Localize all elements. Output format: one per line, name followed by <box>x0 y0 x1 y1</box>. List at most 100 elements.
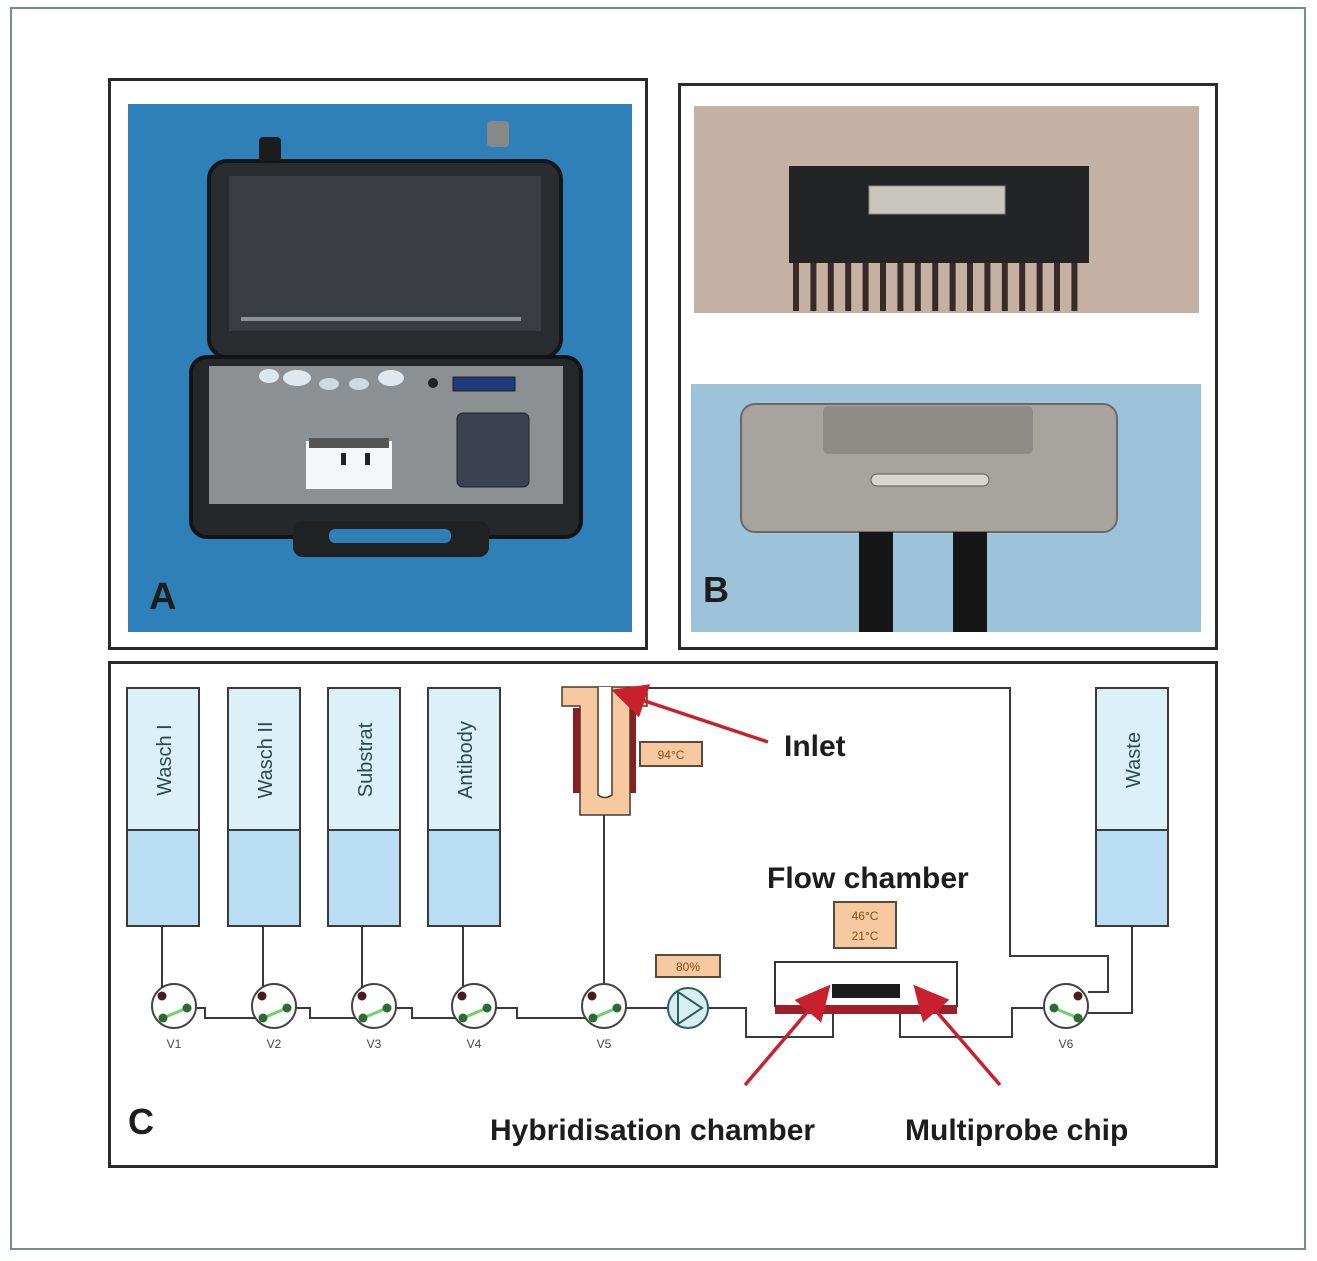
valve-label: V5 <box>597 1037 612 1051</box>
inlet-channel <box>597 687 613 799</box>
chip-pin <box>793 263 799 311</box>
chip-pin <box>827 263 834 311</box>
valve-label: V2 <box>267 1037 282 1051</box>
tubing-left <box>859 532 893 632</box>
tube-waste <box>1088 926 1133 1014</box>
panel-a-photo: A <box>128 104 632 632</box>
chip-pin <box>845 263 852 311</box>
clamp-screw <box>365 453 370 465</box>
chip-pin <box>897 263 904 311</box>
valve-label: V1 <box>167 1037 182 1051</box>
flow-chamber: 46°C 21°C <box>774 901 958 1014</box>
panel-b-photo: B <box>691 106 1201 632</box>
chip-pin <box>862 263 869 311</box>
chamber-temp-readout <box>833 901 897 949</box>
chip-arrow <box>913 984 1002 1087</box>
chamber-base <box>775 1005 957 1014</box>
tank-headspace <box>1095 687 1169 831</box>
flow-chamber-label: Flow chamber <box>767 862 969 895</box>
pump-arrow-icon <box>677 990 704 1026</box>
chip-pin <box>1071 263 1078 311</box>
panel-b: B <box>678 83 1218 650</box>
inlet-label: Inlet <box>784 730 846 763</box>
valve-port-closed <box>457 991 467 1001</box>
tank-liquid <box>227 829 301 927</box>
valve-port-open <box>1073 1013 1083 1023</box>
valve-v5: V5 <box>581 983 627 1051</box>
tank-label: Antibody <box>455 721 477 799</box>
inlet-temp-readout <box>639 741 703 767</box>
valve-port-open <box>258 1013 268 1023</box>
chip-pin <box>932 263 939 311</box>
tank-wasch-i: Wasch I <box>126 687 200 927</box>
panel-c-label: C <box>128 1101 154 1142</box>
valve-port-closed <box>357 991 367 1001</box>
tube-return <box>603 687 1109 993</box>
tank-label: Substrat <box>355 722 377 797</box>
multiprobe-chip-label: Multiprobe chip <box>905 1114 1128 1147</box>
hybridisation-chamber-label: Hybridisation chamber <box>490 1114 815 1147</box>
valve-v6: V6 <box>1043 983 1089 1051</box>
valve-label: V4 <box>467 1037 482 1051</box>
tank-label: Wasch II <box>255 721 277 798</box>
chamber-temp-2: 21°C <box>852 929 879 943</box>
chip-pin <box>967 263 973 311</box>
chip-slot-clamp <box>309 438 389 448</box>
lcd-display <box>452 376 516 392</box>
valve-v3: V3 <box>351 983 397 1051</box>
chamber-temp-1: 46°C <box>852 909 879 923</box>
valve-port-open <box>182 1003 192 1013</box>
pump-setting-value: 80% <box>676 960 700 974</box>
valve-v2: V2 <box>251 983 297 1051</box>
vial <box>283 370 311 386</box>
hinge-left <box>259 137 281 161</box>
valve-v1: V1 <box>151 983 197 1051</box>
tank-liquid <box>327 829 401 927</box>
hybridisation-arrow <box>743 984 831 1087</box>
chip-slot <box>306 441 392 489</box>
tank-headspace <box>227 687 301 831</box>
clamp-screw <box>341 453 346 465</box>
tubing <box>161 687 1133 1038</box>
lid-inner <box>229 176 541 331</box>
valve-port-open <box>1049 1003 1059 1013</box>
valve-label: V3 <box>367 1037 382 1051</box>
chip-pin <box>949 263 956 311</box>
valve-port-closed <box>257 991 267 1001</box>
valve-port-open <box>458 1013 468 1023</box>
heater-right <box>626 708 636 793</box>
valve-port-open <box>612 1003 622 1013</box>
inlet-arrow <box>611 684 769 744</box>
valve-port-closed <box>157 991 167 1001</box>
callout-arrows <box>611 684 1002 1087</box>
vial <box>259 369 279 383</box>
valves: V1 V2 V3 V4 V5 V6 <box>151 983 1089 1051</box>
valve-port-closed <box>1073 991 1083 1001</box>
valve-label: V6 <box>1059 1037 1074 1051</box>
tank-wasch-ii: Wasch II <box>227 687 301 927</box>
tank-waste: Waste <box>1095 687 1169 927</box>
tank-antibody: Antibody <box>427 687 501 927</box>
inlet-temp-value: 94°C <box>658 748 685 762</box>
pump: 80% <box>655 954 721 1029</box>
chip-pin <box>1054 263 1060 311</box>
hinge-right <box>487 121 509 147</box>
handle-gap <box>329 529 451 543</box>
tank-label: Waste <box>1123 732 1145 788</box>
panel-b-label: B <box>703 569 729 610</box>
valve-v4: V4 <box>451 983 497 1051</box>
chip-pin <box>984 263 991 311</box>
keypad <box>456 412 530 488</box>
valve-port-open <box>158 1013 168 1023</box>
lid-edge <box>241 317 521 321</box>
power-button <box>428 378 438 388</box>
panel-a-label: A <box>149 576 176 618</box>
tank-liquid <box>427 829 501 927</box>
inlet-heater: 94°C <box>561 686 703 816</box>
housing-recess <box>823 406 1033 454</box>
chip-pin <box>1001 263 1008 311</box>
chip-pin <box>1036 263 1043 311</box>
valve-port-open <box>358 1013 368 1023</box>
valve-port-open <box>482 1003 492 1013</box>
